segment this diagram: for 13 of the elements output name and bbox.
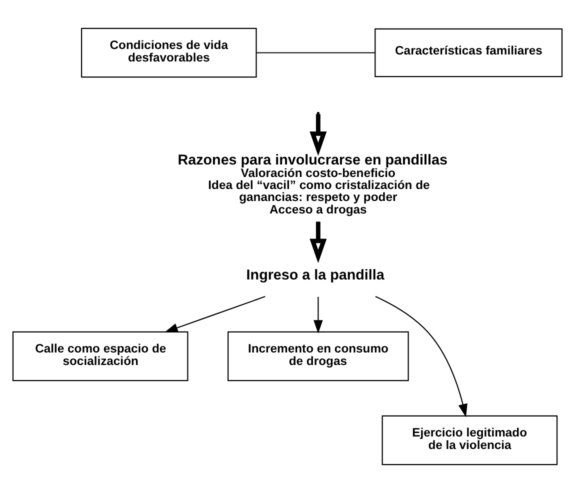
arrow — [375, 296, 468, 417]
arrow — [310, 114, 327, 156]
connector — [256, 52, 375, 53]
node-box: Calle como espacio de socialización — [12, 330, 188, 381]
node-box: Ejercicio legitimado de la violencia — [382, 414, 558, 465]
arrow — [314, 296, 323, 333]
node-box: Condiciones de vida desfavorables — [81, 27, 257, 78]
node-box: Incremento en consumo de drogas — [228, 330, 409, 381]
node-text: Ingreso a la pandilla — [246, 266, 384, 283]
node-text: Razones para involucrarse en pandillas Valoración costo-beneficio Idea del “vacil” como cristalización de ganancias: respeto y poder Acceso a drogas — [178, 152, 448, 216]
arrow — [164, 296, 266, 332]
node-box: Características familiares — [374, 28, 563, 77]
arrow — [310, 221, 327, 263]
